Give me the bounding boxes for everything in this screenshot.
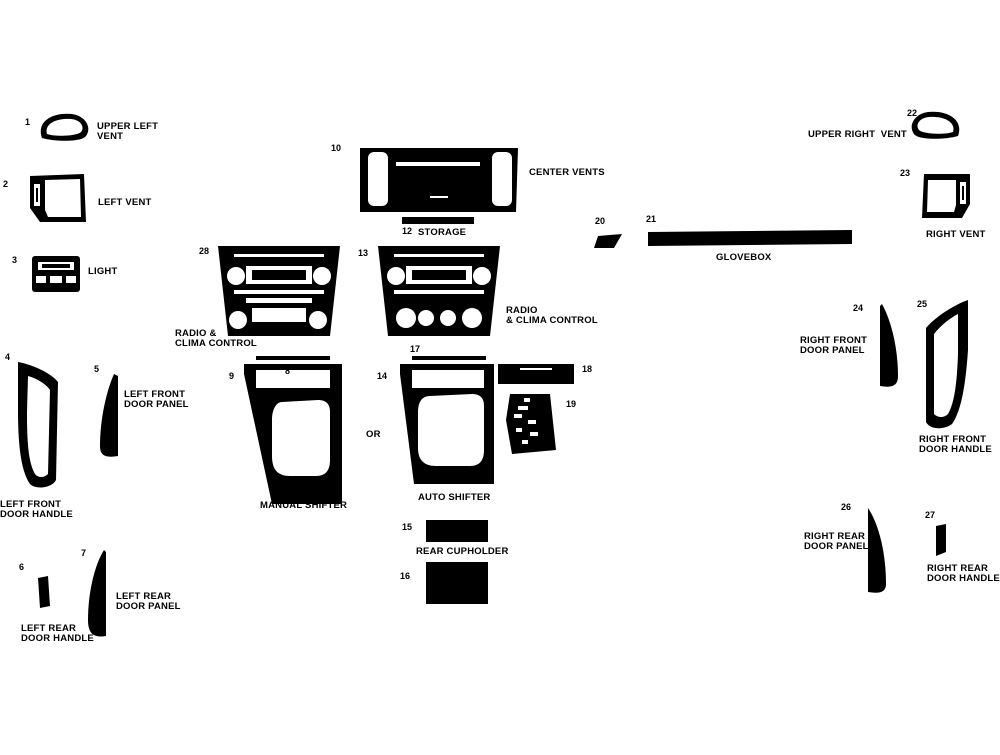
part-number-25: 25	[917, 299, 928, 309]
part-number-20: 20	[595, 216, 606, 226]
part-number-3: 3	[12, 255, 18, 265]
part-5-left-front-door-panel	[100, 374, 118, 457]
part-22-upper-right-vent	[911, 111, 960, 139]
part-number-15: 15	[402, 522, 413, 532]
part-18-shifter-trim	[498, 364, 574, 384]
part-4-left-front-door-handle	[18, 362, 58, 488]
part-1-upper-left-vent	[40, 113, 89, 141]
part-number-22: 22	[907, 108, 918, 118]
part-2-left-vent	[30, 174, 86, 222]
part-number-7: 7	[81, 548, 87, 558]
part-number-5: 5	[94, 364, 100, 374]
label-rear-cupholder: REAR CUPHOLDER	[416, 546, 509, 557]
part-number-4: 4	[5, 352, 11, 362]
label-auto-shifter: AUTO SHIFTER	[418, 492, 491, 503]
label-radio-clima-control-13: RADIO& CLIMA CONTROL	[506, 305, 598, 326]
or-separator-text: OR	[366, 429, 381, 440]
part-20-trim-piece	[594, 234, 622, 248]
part-14-auto-shifter	[400, 364, 494, 484]
part-19-gear-selector	[506, 394, 556, 454]
part-number-2: 2	[3, 179, 9, 189]
part-number-18: 18	[582, 364, 593, 374]
part-12-storage	[402, 217, 474, 224]
part-number-26: 26	[841, 502, 852, 512]
part-number-12: 12	[402, 226, 413, 236]
part-13-radio-clima-control	[378, 246, 500, 336]
part-number-13: 13	[358, 248, 369, 258]
part-17-shifter-strip	[412, 356, 486, 360]
label-storage: STORAGE	[418, 227, 467, 238]
part-3-light	[32, 256, 80, 292]
part-25-right-front-door-handle	[926, 300, 968, 429]
label-right-vent: RIGHT VENT	[926, 229, 986, 240]
part-28-radio-clima-control	[218, 246, 340, 336]
part-number-6: 6	[19, 562, 25, 572]
part-24-right-front-door-panel	[880, 304, 898, 387]
part-6-left-rear-door-handle	[38, 576, 50, 608]
part-number-8: 8	[285, 366, 291, 376]
label-manual-shifter: MANUAL SHIFTER	[260, 500, 348, 511]
part-9-manual-shifter	[244, 364, 342, 504]
part-21-glovebox	[648, 230, 852, 246]
part-15-rear-cupholder	[426, 520, 488, 542]
part-number-19: 19	[566, 399, 577, 409]
label-light: LIGHT	[88, 266, 118, 277]
part-7-left-rear-door-panel	[88, 550, 106, 637]
part-number-14: 14	[377, 371, 388, 381]
label-upper-right-vent: UPPER RIGHT VENT	[808, 129, 907, 140]
label-glovebox: GLOVEBOX	[716, 252, 772, 263]
part-23-right-vent	[922, 174, 970, 218]
part-number-21: 21	[646, 214, 657, 224]
part-11-storage-panel	[394, 160, 482, 204]
part-number-24: 24	[853, 303, 864, 313]
part-27-right-rear-door-handle	[936, 524, 946, 556]
part-number-23: 23	[900, 168, 911, 178]
part-16-rear-panel	[426, 562, 488, 604]
part-8-shifter-strip	[256, 356, 330, 360]
part-number-10: 10	[331, 143, 342, 153]
part-number-17: 17	[410, 344, 421, 354]
part-26-right-rear-door-panel	[868, 508, 886, 593]
part-number-9: 9	[229, 371, 235, 381]
part-number-11: 11	[408, 153, 418, 163]
label-radio-clima-control-28: RADIO &CLIMA CONTROL	[175, 328, 257, 349]
label-center-vents: CENTER VENTS	[529, 167, 605, 178]
part-number-27: 27	[925, 510, 936, 520]
part-number-28: 28	[199, 246, 210, 256]
part-number-16: 16	[400, 571, 411, 581]
label-left-vent: LEFT VENT	[98, 197, 152, 208]
part-number-1: 1	[25, 117, 31, 127]
